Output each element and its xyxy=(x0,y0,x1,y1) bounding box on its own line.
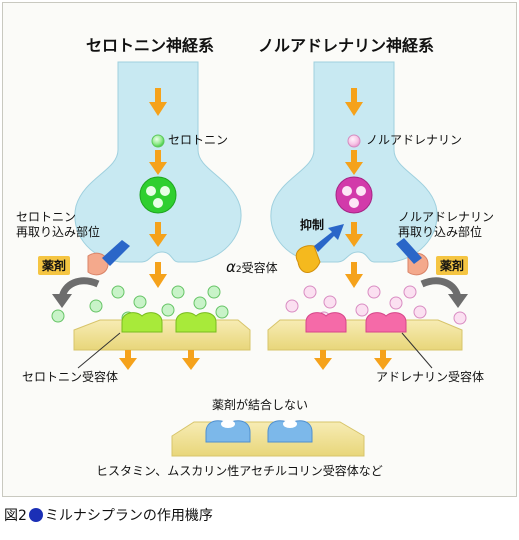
noradrenaline-postsynaptic-membrane xyxy=(267,319,463,351)
reuptake-arrow-right-icon xyxy=(420,277,468,308)
serotonin-reuptake-label-line1: セロトニン xyxy=(16,210,77,224)
noradrenaline-reuptake-label-line2: 再取り込み部位 xyxy=(398,225,483,239)
serotonin-reuptake-label-line2: 再取り込み部位 xyxy=(16,225,101,239)
inhibition-arrow-icon xyxy=(314,224,344,252)
noradrenaline-label: ノルアドレナリン xyxy=(366,133,463,147)
alpha2-receptor xyxy=(295,245,321,273)
caption-prefix: 図2 xyxy=(4,508,27,524)
drug-badge-left: 薬剤 xyxy=(38,256,71,275)
serotonin-reuptake-label: セロトニン 再取り込み部位 xyxy=(16,210,100,240)
diagram-panel xyxy=(2,2,517,497)
arrow-down-icon xyxy=(345,262,363,288)
figure-caption: 図2 ミルナシプランの作用機序 xyxy=(4,505,213,525)
alpha-symbol: α xyxy=(226,258,236,276)
noradrenaline-reuptake-label: ノルアドレナリン 再取り込み部位 xyxy=(398,210,494,240)
serotonin-reuptake-transporter xyxy=(87,240,130,276)
alpha-subscript: 2 xyxy=(235,265,242,275)
leader-line xyxy=(401,332,433,369)
other-receptors-label: ヒスタミン、ムスカリン性アセチルコリン受容体など xyxy=(96,464,383,478)
noradrenaline-molecule xyxy=(347,134,361,148)
alpha2-suffix: 受容体 xyxy=(241,261,278,275)
diagram-graphics xyxy=(51,61,468,457)
adrenaline-receptor-label: アドレナリン受容体 xyxy=(376,370,485,384)
adrenaline-receptor xyxy=(305,312,407,333)
serotonin-system-heading: セロトニン神経系 xyxy=(86,36,215,55)
drug-not-binding-label: 薬剤が結合しない xyxy=(212,398,309,412)
arrow-down-icon xyxy=(149,150,167,175)
arrow-down-icon xyxy=(345,222,363,247)
serotonin-cleft-molecules xyxy=(51,285,229,325)
arrow-down-icon xyxy=(149,262,167,288)
caption-title: ミルナシプランの作用機序 xyxy=(44,508,213,524)
reuptake-arrow-left-icon xyxy=(52,277,100,308)
other-receptors xyxy=(205,420,313,443)
noradrenaline-reuptake-transporter xyxy=(396,238,429,276)
arrow-down-icon xyxy=(374,350,392,370)
noradrenaline-system-heading: ノルアドレナリン神経系 xyxy=(258,36,435,55)
drug-badge-right: 薬剤 xyxy=(436,256,469,275)
arrow-down-icon xyxy=(149,88,167,116)
arrow-down-icon xyxy=(119,350,137,370)
arrow-down-icon xyxy=(345,150,363,175)
arrow-down-icon xyxy=(149,222,167,247)
leader-line xyxy=(77,332,121,369)
signal-arrows xyxy=(119,350,392,370)
transmission-arrows xyxy=(149,88,363,288)
arrow-down-icon xyxy=(314,350,332,370)
caption-bullet-icon xyxy=(28,508,43,522)
serotonin-vesicle xyxy=(139,176,177,214)
serotonin-receptor xyxy=(121,312,217,333)
serotonin-receptor-label: セロトニン受容体 xyxy=(22,370,119,384)
alpha2-receptor-label: α2受容体 xyxy=(226,258,278,277)
noradrenaline-reuptake-label-line1: ノルアドレナリン xyxy=(398,210,495,224)
inhibition-label: 抑制 xyxy=(300,218,325,232)
arrow-down-icon xyxy=(182,350,200,370)
arrow-down-icon xyxy=(345,88,363,116)
serotonin-label: セロトニン xyxy=(168,133,229,147)
noradrenaline-vesicle xyxy=(335,176,373,214)
serotonin-molecule xyxy=(151,134,165,148)
